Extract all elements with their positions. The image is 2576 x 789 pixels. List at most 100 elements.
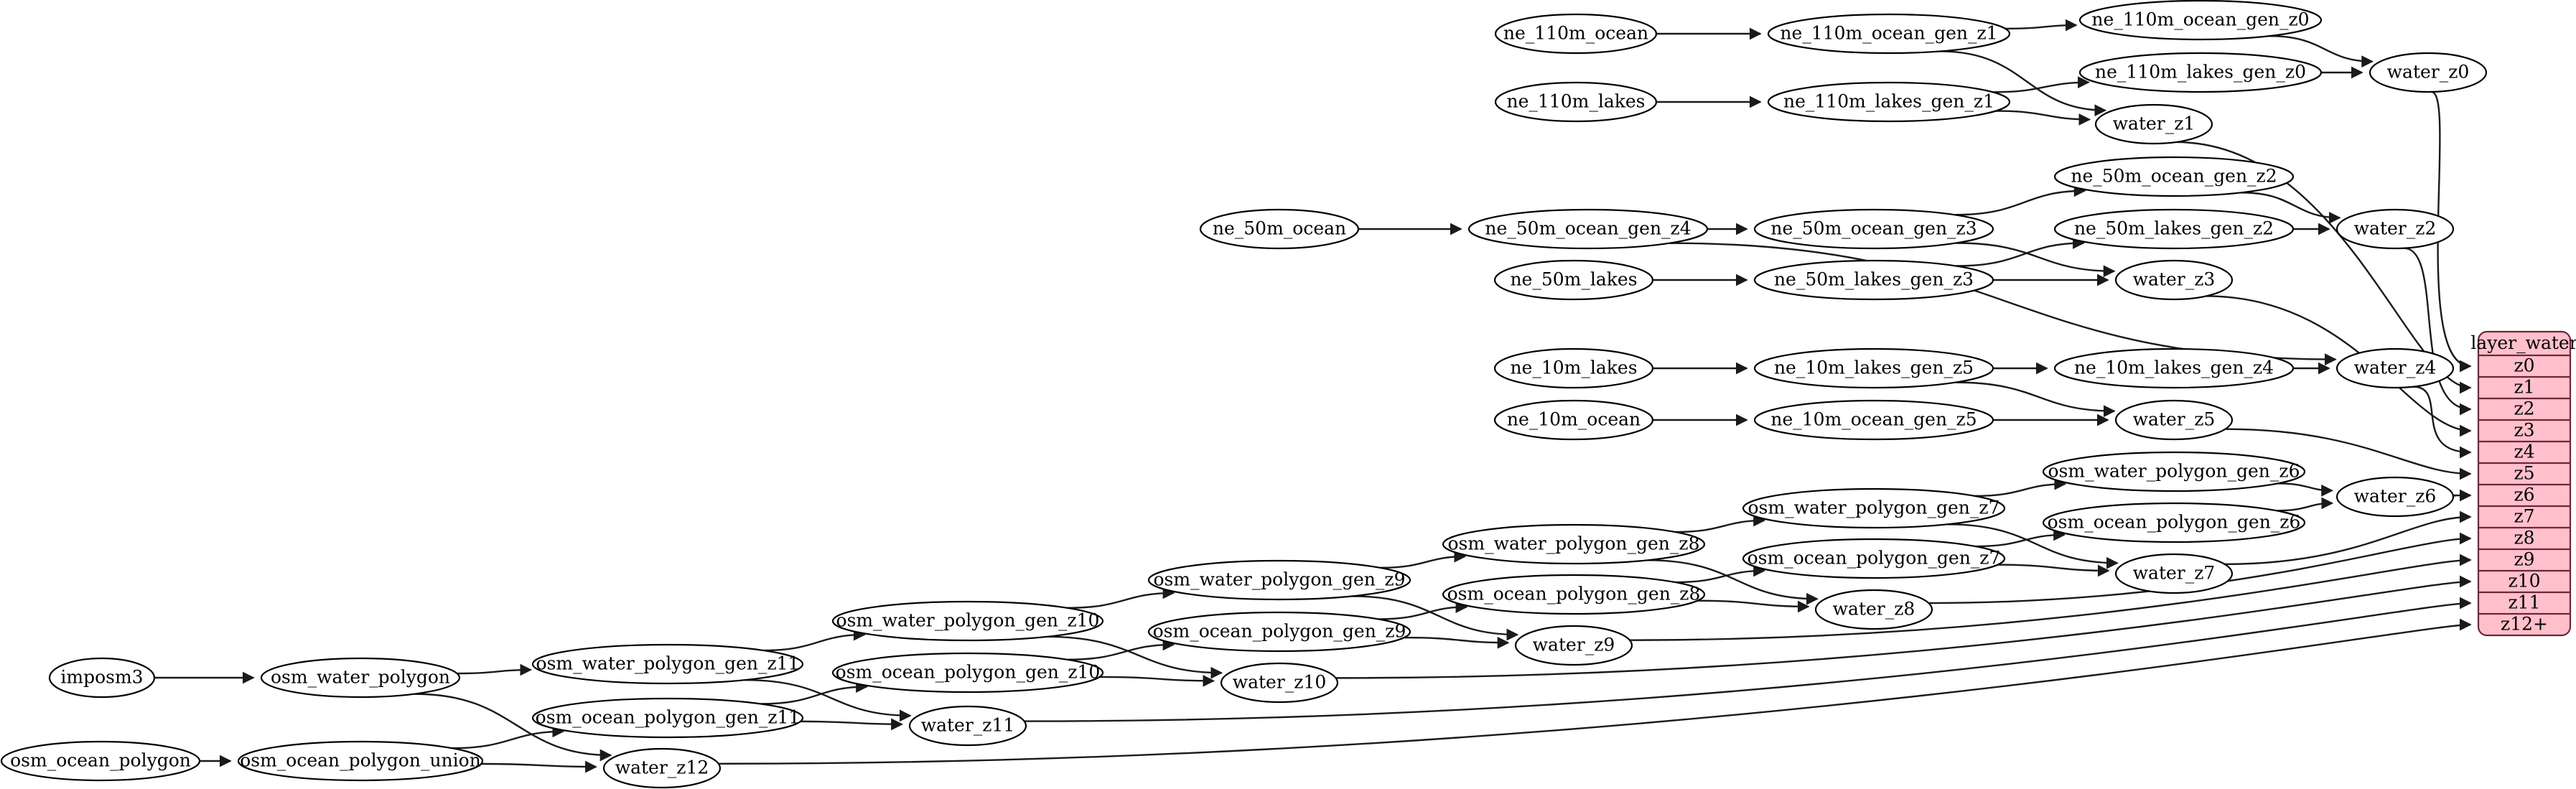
node-water_z2[interactable]: water_z2 bbox=[2335, 208, 2455, 250]
node-osm_ocean_polygon[interactable]: osm_ocean_polygon bbox=[0, 740, 201, 782]
node-label-ne_10m_lakes_gen_z5: ne_10m_lakes_gen_z5 bbox=[1774, 358, 1974, 378]
node-ne_10m_lakes_gen_z5[interactable]: ne_10m_lakes_gen_z5 bbox=[1753, 347, 1994, 389]
node-label-osm_water_polygon_gen_z7: osm_water_polygon_gen_z7 bbox=[1748, 498, 2000, 518]
layer-row-z8[interactable]: z8 bbox=[2514, 528, 2534, 548]
node-water_z9[interactable]: water_z9 bbox=[1514, 625, 1633, 666]
node-water_z8[interactable]: water_z8 bbox=[1814, 589, 1933, 630]
layer-row-z10[interactable]: z10 bbox=[2509, 571, 2541, 592]
layer-row-z4[interactable]: z4 bbox=[2514, 442, 2534, 462]
node-osm_water_polygon_gen_z7[interactable]: osm_water_polygon_gen_z7 bbox=[1742, 487, 2006, 529]
node-osm_water_polygon_gen_z9[interactable]: osm_water_polygon_gen_z9 bbox=[1147, 559, 1411, 601]
node-ne_50m_ocean_gen_z4[interactable]: ne_50m_ocean_gen_z4 bbox=[1467, 208, 1709, 250]
edge-ne_110m_ocean_gen_z0-to-water_z0 bbox=[2269, 34, 2374, 68]
node-shape-water_z3 bbox=[2114, 259, 2234, 301]
layer-row-z3[interactable]: z3 bbox=[2514, 420, 2534, 441]
edge-osm_water_polygon_gen_z8-to-water_z8 bbox=[1647, 559, 1819, 605]
node-label-water_z6: water_z6 bbox=[2354, 486, 2437, 507]
node-water_z6[interactable]: water_z6 bbox=[2335, 476, 2455, 518]
node-label-water_z3: water_z3 bbox=[2133, 269, 2216, 290]
node-ne_50m_lakes_gen_z2[interactable]: ne_50m_lakes_gen_z2 bbox=[2053, 208, 2295, 250]
node-water_z11[interactable]: water_z11 bbox=[908, 705, 1027, 747]
edge-water_z4-to-layer-z4 bbox=[2413, 386, 2472, 459]
node-shape-osm_water_polygon_gen_z8 bbox=[1442, 523, 1706, 565]
node-osm_ocean_polygon_gen_z7[interactable]: osm_ocean_polygon_gen_z7 bbox=[1742, 538, 2006, 579]
node-label-ne_10m_lakes: ne_10m_lakes bbox=[1510, 358, 1637, 378]
layer-table-group[interactable]: layer_waterz0z1z2z3z4z5z6z7z8z9z10z11z12… bbox=[2470, 330, 2576, 637]
node-ne_110m_ocean_gen_z1[interactable]: ne_110m_ocean_gen_z1 bbox=[1767, 13, 2011, 55]
node-label-osm_water_polygon_gen_z9: osm_water_polygon_gen_z9 bbox=[1154, 569, 1406, 590]
edge-water_z2-to-layer-z2 bbox=[2404, 247, 2472, 416]
layer-row-z0[interactable]: z0 bbox=[2514, 355, 2534, 376]
node-shape-water_z0 bbox=[2369, 52, 2488, 93]
node-water_z4[interactable]: water_z4 bbox=[2335, 347, 2455, 389]
node-ne_50m_lakes[interactable]: ne_50m_lakes bbox=[1493, 259, 1654, 301]
edge-water_z9-to-layer-z9 bbox=[1629, 554, 2472, 641]
node-ne_110m_lakes_gen_z1[interactable]: ne_110m_lakes_gen_z1 bbox=[1767, 81, 2011, 123]
node-ne_110m_ocean_gen_z0[interactable]: ne_110m_ocean_gen_z0 bbox=[2078, 0, 2323, 41]
edge-osm_water_polygon-to-osm_water_polygon_gen_z11 bbox=[457, 663, 533, 676]
edge-osm_ocean_polygon_gen_z7-to-osm_ocean_polygon_gen_z6 bbox=[1975, 528, 2066, 548]
node-osm_ocean_polygon_gen_z9[interactable]: osm_ocean_polygon_gen_z9 bbox=[1147, 611, 1411, 653]
node-shape-water_z6 bbox=[2335, 476, 2455, 518]
node-osm_ocean_polygon_gen_z11[interactable]: osm_ocean_polygon_gen_z11 bbox=[531, 697, 804, 739]
node-label-water_z5: water_z5 bbox=[2133, 409, 2216, 430]
edge-osm_water_polygon_gen_z10-to-osm_water_polygon_gen_z9 bbox=[1067, 587, 1175, 609]
node-osm_water_polygon_gen_z10[interactable]: osm_water_polygon_gen_z10 bbox=[831, 600, 1104, 642]
node-label-osm_water_polygon_gen_z8: osm_water_polygon_gen_z8 bbox=[1448, 533, 1700, 554]
layer-row-z1[interactable]: z1 bbox=[2514, 377, 2534, 398]
node-label-ne_50m_ocean_gen_z2: ne_50m_ocean_gen_z2 bbox=[2071, 166, 2277, 187]
layer-row-z12+[interactable]: z12+ bbox=[2501, 614, 2548, 635]
edge-water_z10-to-layer-z10 bbox=[1335, 575, 2472, 679]
node-shape-ne_110m_lakes_gen_z0 bbox=[2078, 52, 2323, 93]
node-shape-osm_ocean_polygon_gen_z9 bbox=[1147, 611, 1411, 653]
node-osm_water_polygon[interactable]: osm_water_polygon bbox=[260, 657, 461, 699]
layer-row-z2[interactable]: z2 bbox=[2514, 398, 2534, 419]
node-water_z12[interactable]: water_z12 bbox=[602, 747, 722, 789]
node-water_z0[interactable]: water_z0 bbox=[2369, 52, 2488, 93]
node-shape-imposm3 bbox=[48, 657, 156, 699]
node-ne_10m_lakes_gen_z4[interactable]: ne_10m_lakes_gen_z4 bbox=[2053, 347, 2295, 389]
node-label-ne_10m_lakes_gen_z4: ne_10m_lakes_gen_z4 bbox=[2074, 358, 2274, 378]
node-osm_ocean_polygon_gen_z8[interactable]: osm_ocean_polygon_gen_z8 bbox=[1442, 574, 1706, 615]
edge-water_z11-to-layer-z11 bbox=[1024, 597, 2472, 722]
node-ne_50m_lakes_gen_z3[interactable]: ne_50m_lakes_gen_z3 bbox=[1753, 259, 1994, 301]
node-water_z5[interactable]: water_z5 bbox=[2114, 399, 2234, 441]
layer-row-z7[interactable]: z7 bbox=[2514, 506, 2534, 527]
layer-water-table[interactable] bbox=[2477, 330, 2572, 637]
node-osm_water_polygon_gen_z6[interactable]: osm_water_polygon_gen_z6 bbox=[2042, 451, 2306, 492]
node-layer[interactable]: ne_110m_ocean ne_110m_ocean_gen_z1 ne_110m… bbox=[0, 0, 2488, 789]
node-water_z1[interactable]: water_z1 bbox=[2094, 103, 2213, 145]
layer-row-z5[interactable]: z5 bbox=[2514, 463, 2534, 484]
node-water_z7[interactable]: water_z7 bbox=[2114, 553, 2234, 594]
node-osm_ocean_polygon_gen_z6[interactable]: osm_ocean_polygon_gen_z6 bbox=[2042, 502, 2306, 543]
node-ne_110m_lakes_gen_z0[interactable]: ne_110m_lakes_gen_z0 bbox=[2078, 52, 2323, 93]
node-osm_ocean_polygon_union[interactable]: osm_ocean_polygon_union bbox=[237, 740, 484, 782]
node-imposm3[interactable]: imposm3 bbox=[48, 657, 156, 699]
node-ne_10m_lakes[interactable]: ne_10m_lakes bbox=[1493, 347, 1654, 389]
node-shape-osm_water_polygon_gen_z9 bbox=[1147, 559, 1411, 601]
layer-row-z9[interactable]: z9 bbox=[2514, 549, 2534, 570]
node-shape-ne_10m_lakes bbox=[1493, 347, 1654, 389]
node-ne_110m_lakes[interactable]: ne_110m_lakes bbox=[1494, 81, 1658, 123]
node-osm_water_polygon_gen_z8[interactable]: osm_water_polygon_gen_z8 bbox=[1442, 523, 1706, 565]
node-ne_50m_ocean_gen_z2[interactable]: ne_50m_ocean_gen_z2 bbox=[2053, 156, 2295, 197]
node-osm_water_polygon_gen_z11[interactable]: osm_water_polygon_gen_z11 bbox=[531, 643, 804, 685]
node-ne_10m_ocean_gen_z5[interactable]: ne_10m_ocean_gen_z5 bbox=[1753, 399, 1994, 441]
node-water_z3[interactable]: water_z3 bbox=[2114, 259, 2234, 301]
layer-row-z11[interactable]: z11 bbox=[2509, 592, 2541, 613]
node-ne_10m_ocean[interactable]: ne_10m_ocean bbox=[1493, 399, 1654, 441]
node-label-ne_50m_ocean_gen_z4: ne_50m_ocean_gen_z4 bbox=[1485, 218, 1691, 239]
edge-osm_ocean_polygon_gen_z11-to-water_z11 bbox=[800, 718, 903, 731]
node-label-osm_ocean_polygon_union: osm_ocean_polygon_union bbox=[240, 750, 481, 771]
edge-osm_water_polygon_gen_z9-to-osm_water_polygon_gen_z8 bbox=[1380, 550, 1467, 569]
node-water_z10[interactable]: water_z10 bbox=[1220, 662, 1339, 704]
node-ne_110m_ocean[interactable]: ne_110m_ocean bbox=[1494, 13, 1658, 55]
node-osm_ocean_polygon_gen_z10[interactable]: osm_ocean_polygon_gen_z10 bbox=[831, 652, 1104, 694]
edge-osm_ocean_polygon_gen_z9-to-osm_ocean_polygon_gen_z8 bbox=[1378, 601, 1468, 620]
node-ne_50m_ocean[interactable]: ne_50m_ocean bbox=[1199, 208, 1360, 250]
edge-osm_ocean_polygon_gen_z10-to-osm_ocean_polygon_gen_z9 bbox=[1067, 638, 1175, 660]
node-ne_50m_ocean_gen_z3[interactable]: ne_50m_ocean_gen_z3 bbox=[1753, 208, 1994, 250]
layer-row-z6[interactable]: z6 bbox=[2514, 485, 2534, 505]
node-label-osm_ocean_polygon_gen_z10: osm_ocean_polygon_gen_z10 bbox=[836, 662, 1101, 683]
